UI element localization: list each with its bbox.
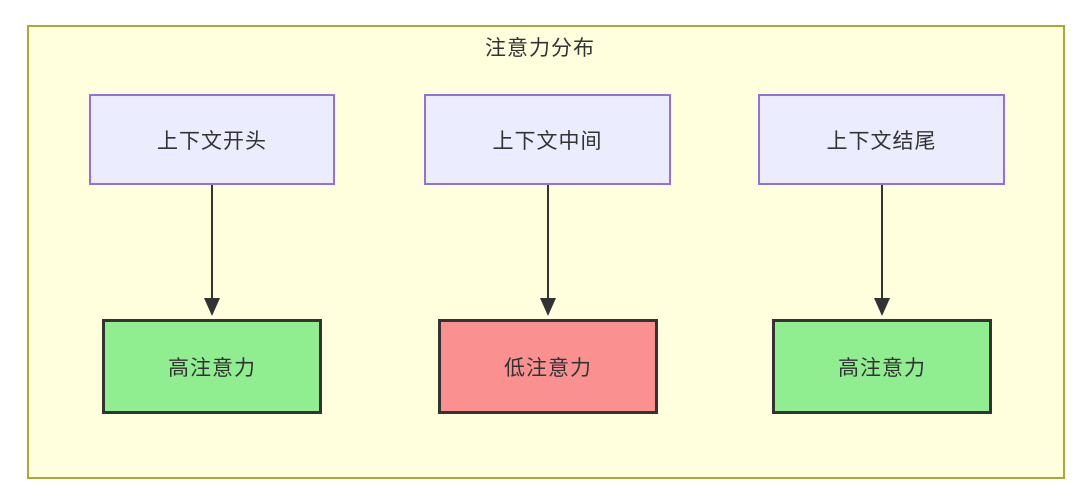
node-attention-high-2-label: 高注意力 (838, 356, 926, 380)
node-context-end: 上下文结尾 (758, 94, 1005, 185)
node-context-start-label: 上下文开头 (157, 129, 267, 153)
node-attention-low: 低注意力 (438, 319, 658, 414)
node-context-middle-label: 上下文中间 (492, 129, 603, 153)
diagram-title: 注意力分布 (485, 37, 595, 60)
node-attention-low-label: 低注意力 (504, 356, 592, 380)
node-attention-high-2: 高注意力 (772, 319, 992, 414)
node-context-end-label: 上下文结尾 (826, 129, 937, 153)
node-context-middle: 上下文中间 (424, 94, 671, 185)
node-attention-high-1: 高注意力 (102, 319, 322, 414)
node-context-start: 上下文开头 (89, 94, 335, 185)
node-attention-high-1-label: 高注意力 (168, 356, 256, 380)
